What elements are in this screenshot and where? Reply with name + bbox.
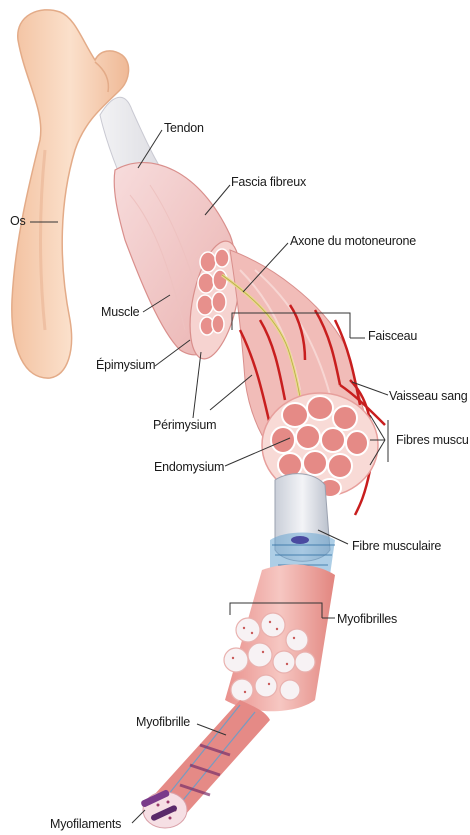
label-fibre-musculaire: Fibre musculaire [352, 539, 441, 553]
bone [12, 10, 129, 378]
label-fascia: Fascia fibreux [231, 175, 306, 189]
label-myofibrilles: Myofibrilles [337, 612, 397, 626]
label-myofilaments: Myofilaments [50, 817, 121, 831]
label-tendon: Tendon [164, 121, 204, 135]
label-vaisseau: Vaisseau sang [389, 389, 467, 403]
label-axone: Axone du motoneurone [290, 234, 416, 248]
label-epimysium: Épimysium [96, 358, 155, 372]
label-myofibrille: Myofibrille [136, 715, 190, 729]
label-perimysium: Périmysium [153, 418, 216, 432]
label-faisceau: Faisceau [368, 329, 417, 343]
label-endomysium: Endomysium [154, 460, 224, 474]
label-os: Os [10, 214, 26, 228]
label-muscle: Muscle [101, 305, 139, 319]
label-fibres-musculaires: Fibres muscu [396, 433, 469, 447]
myofibril-bundle [224, 565, 335, 712]
